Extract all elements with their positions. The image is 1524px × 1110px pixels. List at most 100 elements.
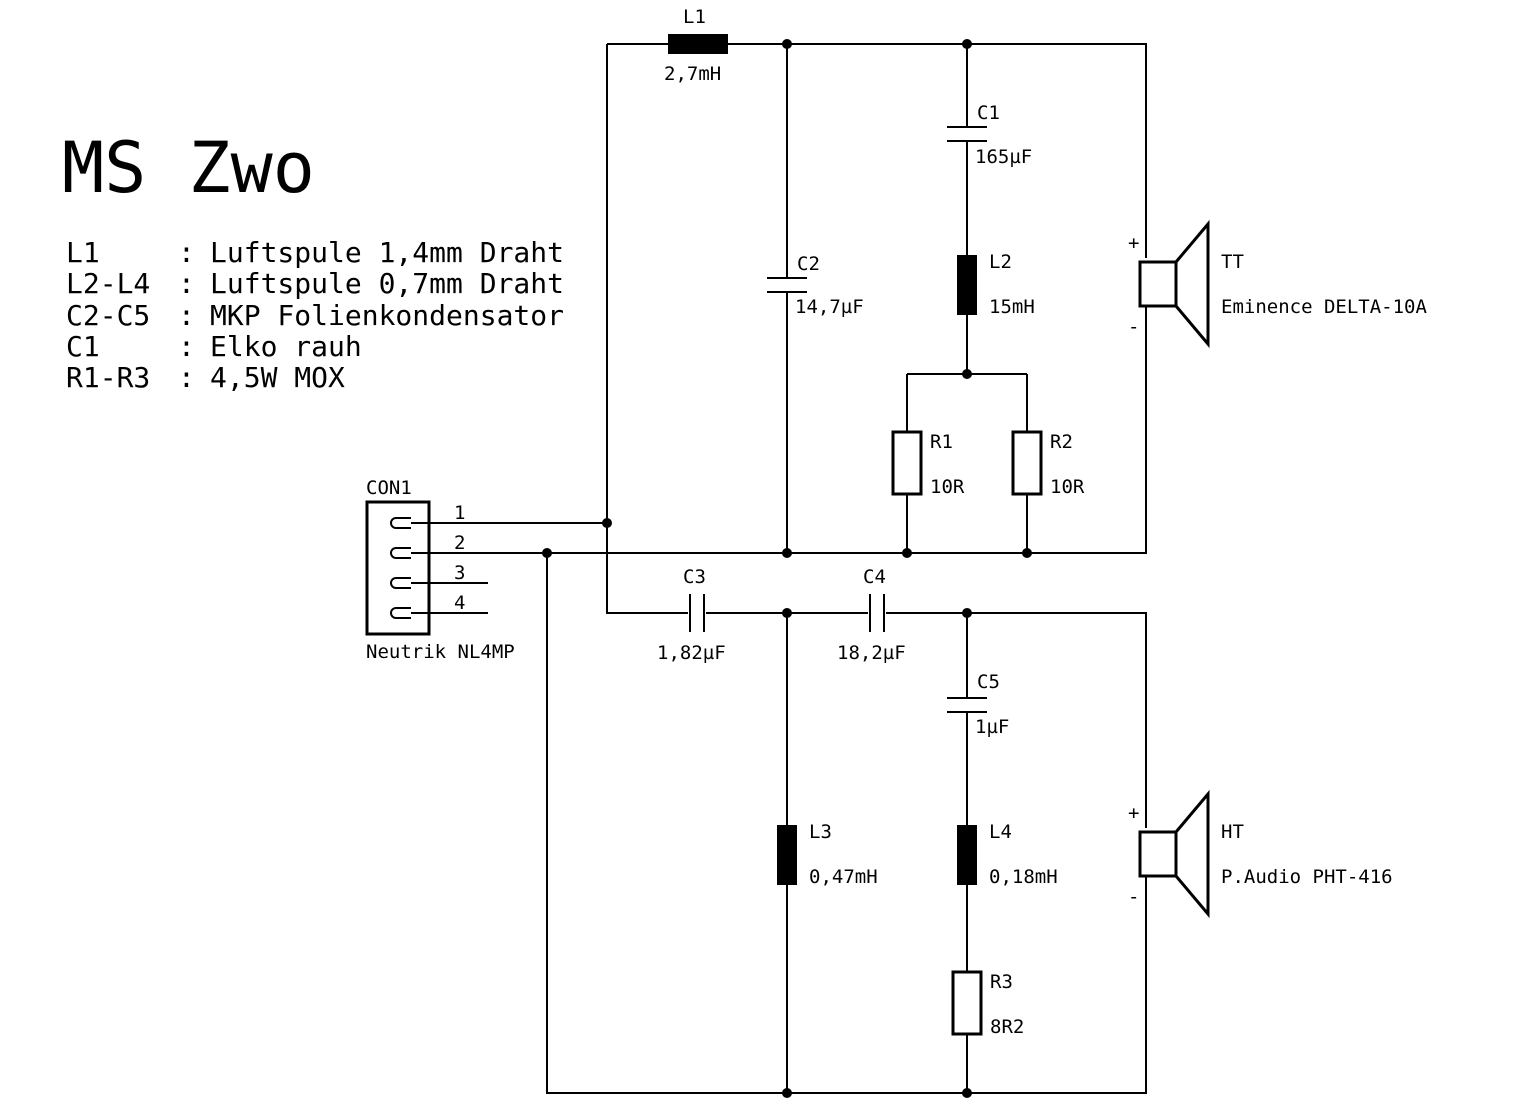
inductor-l4-name: L4 <box>989 821 1012 843</box>
speaker-woofer-minus: - <box>1128 316 1139 338</box>
speaker-tweeter-cone <box>1174 789 1210 919</box>
legend-ref: R1-R3 <box>66 361 150 394</box>
wire-pins-3-4 <box>411 582 488 614</box>
inductor-l2-value: 15mH <box>989 296 1035 318</box>
junction-dot <box>962 369 972 379</box>
junction-dot <box>782 608 792 618</box>
wire-woofer-return <box>547 306 1147 554</box>
resistor-r1: R1 10R <box>891 430 965 498</box>
inductor-l3-value: 0,47mH <box>809 866 878 888</box>
legend-desc: Luftspule 0,7mm Draht <box>210 267 564 300</box>
inductor-l4: L4 0,18mH <box>957 821 1058 888</box>
capacitor-c2-name: C2 <box>797 253 820 275</box>
speaker-tweeter-model: P.Audio PHT-416 <box>1221 866 1393 888</box>
inductor-l1-body <box>668 34 728 54</box>
connector-pin-label: 1 <box>454 502 465 524</box>
legend-sep: : <box>178 330 195 363</box>
capacitor-c4-value: 18,2µF <box>837 642 906 664</box>
junction-dot <box>962 1088 972 1098</box>
capacitor-c3-name: C3 <box>683 566 706 588</box>
speaker-tweeter-minus: - <box>1128 886 1139 908</box>
capacitor-c2-value: 14,7µF <box>795 296 864 318</box>
junction-dot <box>782 39 792 49</box>
legend-desc: Elko rauh <box>210 330 362 363</box>
inductor-l1-name: L1 <box>683 6 706 28</box>
connector-pin-label: 4 <box>454 592 465 614</box>
resistor-r3-value: 8R2 <box>990 1016 1024 1038</box>
wire-feed <box>606 44 688 614</box>
legend: L1 : Luftspule 1,4mm Draht L2-L4 : Lufts… <box>66 236 564 394</box>
inductor-l2: L2 15mH <box>957 251 1035 318</box>
schematic-title: MS Zwo <box>62 127 315 209</box>
connector-pin-label: 2 <box>454 532 465 554</box>
speaker-woofer-model: Eminence DELTA-10A <box>1221 296 1427 318</box>
resistor-r2-name: R2 <box>1050 431 1073 453</box>
wire-tweeter-return <box>546 553 1147 1094</box>
connector-name: CON1 <box>366 477 412 499</box>
capacitor-c4: C4 18,2µF <box>837 566 906 664</box>
junction-dot <box>1022 548 1032 558</box>
resistor-r2-body <box>1011 430 1043 496</box>
legend-sep: : <box>178 267 195 300</box>
capacitor-c5-plates <box>947 697 987 713</box>
resistor-r2: R2 10R <box>1011 430 1085 498</box>
inductor-l2-name: L2 <box>989 251 1012 273</box>
inductor-l3-name: L3 <box>809 821 832 843</box>
capacitor-c1-value: 165µF <box>975 146 1032 168</box>
speaker-tweeter: + - HT P.Audio PHT-416 <box>1128 789 1393 919</box>
junction-dot <box>602 518 612 528</box>
capacitor-c3-value: 1,82µF <box>657 642 726 664</box>
capacitor-c5-name: C5 <box>977 671 1000 693</box>
wire-woofer-top <box>607 43 1147 258</box>
junctions <box>542 39 1032 1098</box>
speaker-woofer-plus: + <box>1128 232 1139 254</box>
junction-dot <box>902 548 912 558</box>
speaker-woofer-name: TT <box>1221 251 1244 273</box>
junction-dot <box>782 548 792 558</box>
connector-pin-contacts <box>390 517 411 619</box>
resistor-r3-name: R3 <box>990 971 1013 993</box>
junction-dot <box>782 1088 792 1098</box>
capacitor-c3-plates <box>689 594 705 632</box>
capacitor-c5: C5 1µF <box>947 671 1009 738</box>
junction-dot <box>962 39 972 49</box>
legend-sep: : <box>178 236 195 269</box>
resistor-r1-name: R1 <box>930 431 953 453</box>
connector-body <box>365 500 431 636</box>
legend-ref: C2-C5 <box>66 299 150 332</box>
capacitor-c4-plates <box>869 594 885 632</box>
connector-con1: CON1 Neutrik NL4MP 1 2 3 4 <box>365 477 515 663</box>
capacitor-c5-value: 1µF <box>975 716 1009 738</box>
connector-pin-label: 3 <box>454 562 465 584</box>
wires <box>411 43 1147 1094</box>
legend-ref: C1 <box>66 330 100 363</box>
resistor-r1-value: 10R <box>930 476 965 498</box>
speaker-woofer-magnet <box>1138 260 1178 308</box>
legend-sep: : <box>178 299 195 332</box>
inductor-l3: L3 0,47mH <box>777 821 878 888</box>
wire-tweeter-top <box>886 612 1147 828</box>
junction-dot <box>962 608 972 618</box>
legend-desc: 4,5W MOX <box>210 361 345 394</box>
resistor-r3: R3 8R2 <box>951 970 1024 1038</box>
capacitor-c2-plates <box>767 277 807 293</box>
speaker-woofer: + - TT Eminence DELTA-10A <box>1128 219 1427 349</box>
inductor-l4-body <box>957 825 977 885</box>
capacitor-c2: C2 14,7µF <box>767 253 864 318</box>
legend-desc: MKP Folienkondensator <box>210 299 564 332</box>
wire-resistor-branch <box>906 373 1028 553</box>
speaker-tweeter-name: HT <box>1221 821 1244 843</box>
inductor-l4-value: 0,18mH <box>989 866 1058 888</box>
speaker-tweeter-plus: + <box>1128 802 1139 824</box>
resistor-r2-value: 10R <box>1050 476 1085 498</box>
junction-dot <box>542 548 552 558</box>
capacitor-c1-plates <box>947 126 987 142</box>
inductor-l1-value: 2,7mH <box>664 63 721 85</box>
capacitor-c1: C1 165µF <box>947 102 1032 168</box>
speaker-tweeter-magnet <box>1138 830 1178 878</box>
inductor-l1: L1 2,7mH <box>664 6 728 85</box>
inductor-l3-body <box>777 825 797 885</box>
resistor-r1-body <box>891 430 923 496</box>
capacitor-c3: C3 1,82µF <box>657 566 726 664</box>
